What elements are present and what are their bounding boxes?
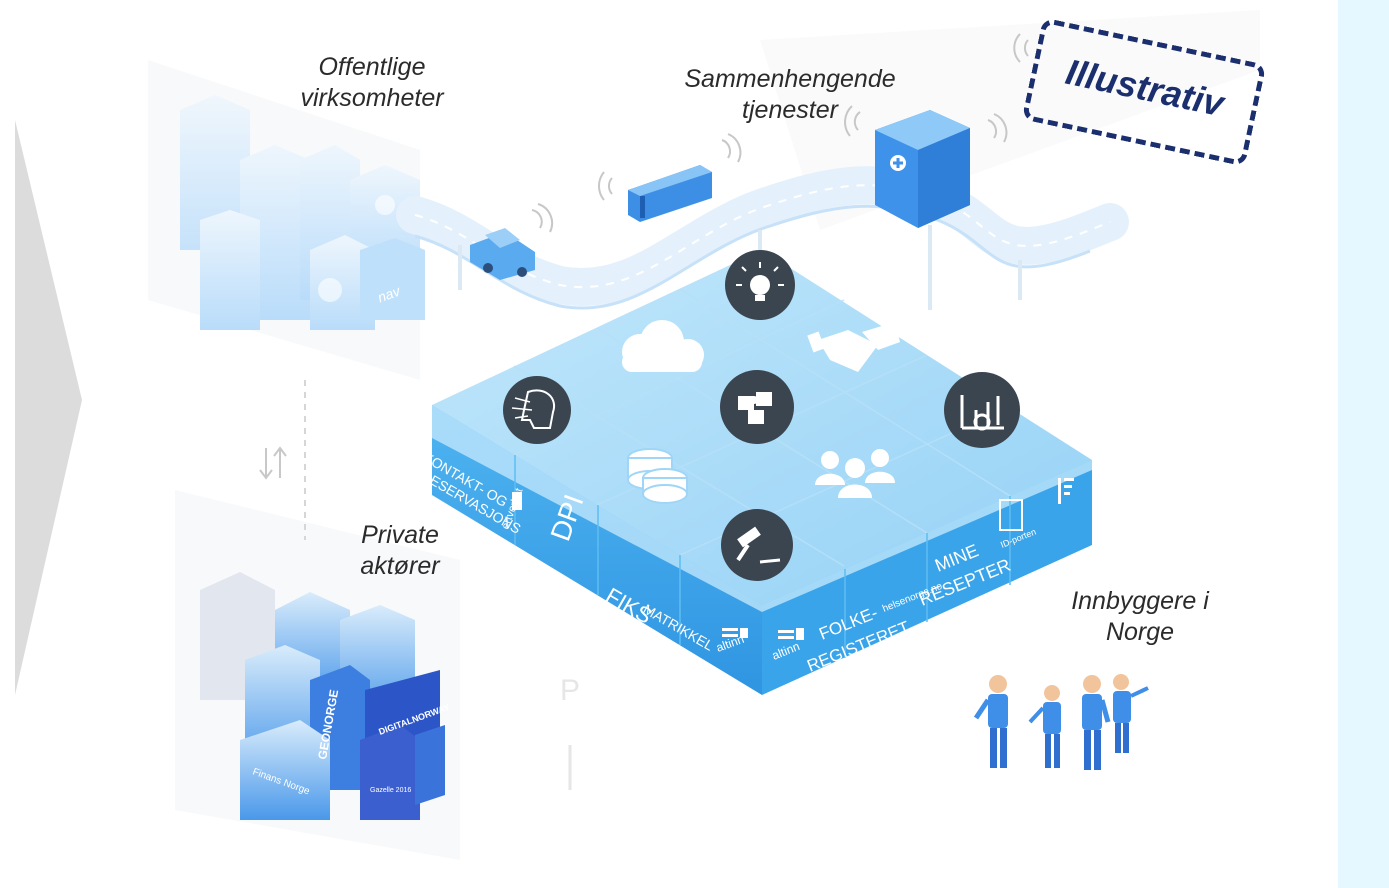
person-4: [1113, 674, 1149, 753]
person-3: [1082, 675, 1111, 770]
chart-search-icon: [944, 372, 1020, 448]
hospital-icon: [875, 110, 970, 228]
citizens-label: Innbyggere i Norge: [1030, 586, 1250, 648]
illustrative-stamp-text: Illustrativ: [1062, 50, 1228, 125]
ai-head-icon: [503, 376, 571, 444]
nav-sign: nav: [375, 282, 403, 305]
handshake-icon: [807, 322, 900, 372]
cloud-icon: [622, 320, 704, 372]
services-label: Sammenhengende tjenester: [640, 64, 940, 126]
bus-icon: [628, 165, 712, 222]
digdir-logo-icon: [1058, 478, 1074, 504]
coins-icon: [627, 448, 688, 504]
person-1: [973, 675, 1008, 768]
private-sector-label: Private aktører: [330, 520, 470, 582]
right-side-panel: [1338, 0, 1389, 888]
public-buildings: nav: [180, 95, 425, 330]
puzzle-icon: [720, 370, 794, 444]
signal-waves-car: [531, 203, 554, 233]
services-label-line2: tjenester: [742, 96, 838, 124]
altinn-left-logo-icon: [722, 628, 748, 638]
citizen-figures: [973, 674, 1149, 770]
signal-waves-hospital: [844, 33, 1029, 143]
person-2: [1028, 685, 1061, 768]
platform-left-labels: KONTAKT- OG RESERVASJONS ertverket DPI F…: [419, 449, 748, 655]
gavel-icon: [721, 509, 793, 581]
private-sector-label-line2: aktører: [360, 552, 440, 580]
private-panel-mark: P: [560, 674, 580, 707]
citizens-label-line2: Norge: [1105, 618, 1175, 646]
signal-waves-bus: [597, 133, 742, 201]
left-chevron-arrow: [15, 120, 82, 695]
private-buildings: GEONORGE DIGITALNORWAY Finans Norge Gaze…: [200, 572, 451, 820]
private-sector-label-line1: Private: [361, 521, 439, 549]
people-icon: [815, 449, 895, 498]
exchange-arrows-icon: [259, 446, 287, 480]
citizens-label-line1: Innbyggere i: [1071, 587, 1209, 615]
services-label-line1: Sammenhengende: [684, 65, 896, 93]
gazelle-sign: Gazelle 2016: [370, 787, 411, 794]
car-icon: [470, 228, 535, 280]
idporten-logo-icon: [999, 499, 1023, 531]
public-sector-label-line2: virksomheter: [300, 84, 444, 112]
altinn-right-logo-icon: [778, 628, 804, 640]
public-sector-label-line1: Offentlige: [318, 53, 426, 81]
public-sector-label: Offentlige virksomheter: [262, 52, 482, 114]
lightbulb-icon: [725, 250, 795, 320]
brreg-logo-icon: [512, 492, 522, 510]
